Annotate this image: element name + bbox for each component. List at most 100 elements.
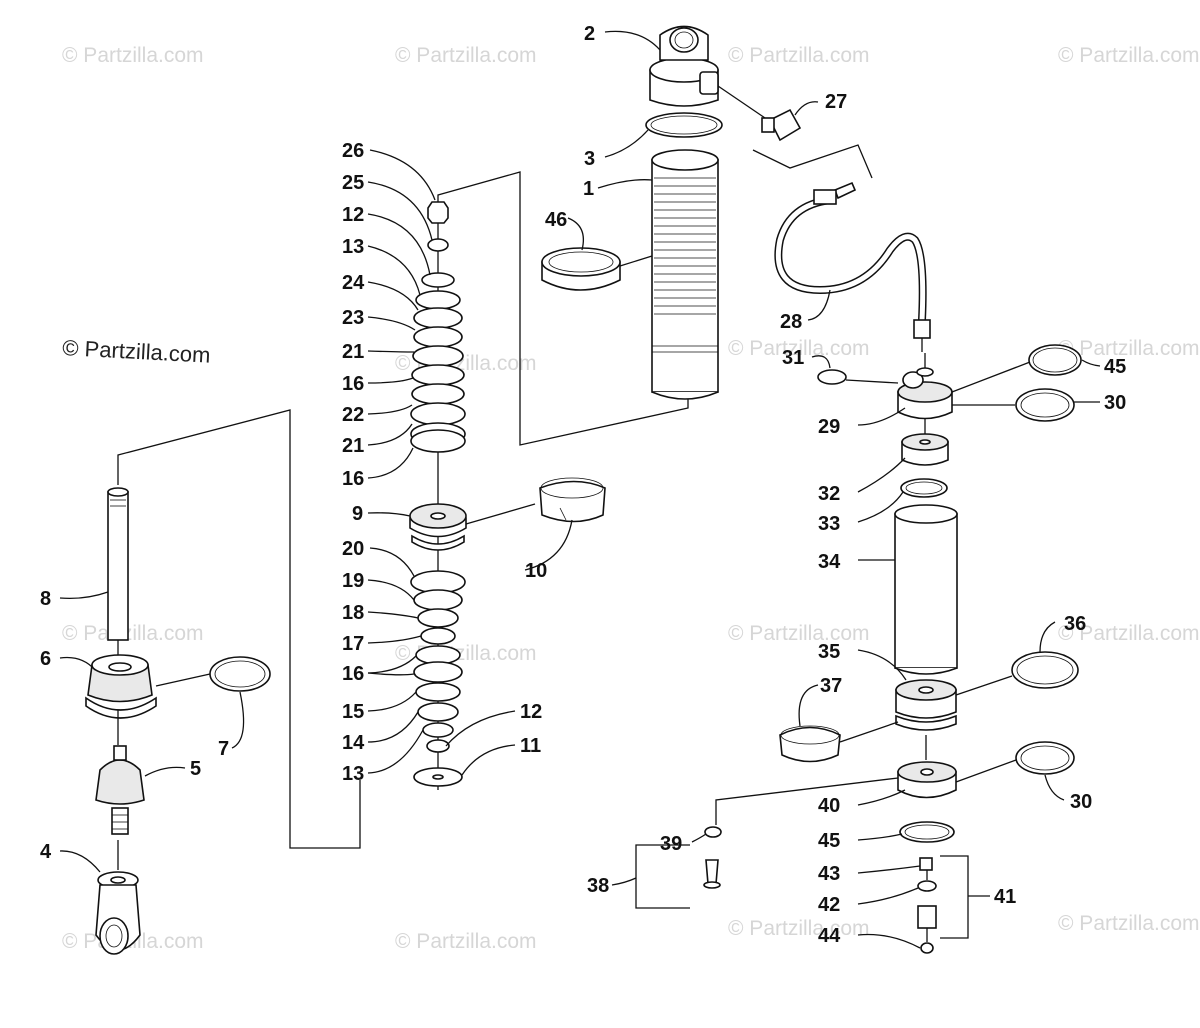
body-assembly	[541, 25, 931, 400]
shim	[413, 589, 463, 611]
part-label-11: 11	[520, 735, 541, 757]
part-label-18: 18	[342, 602, 364, 624]
nut	[427, 201, 449, 224]
part-label-45: 45	[818, 830, 840, 852]
part-label-41: 41	[994, 886, 1016, 908]
part-label-8: 8	[40, 588, 51, 610]
part-label-25: 25	[342, 172, 364, 194]
center-stack	[367, 149, 689, 790]
part-label-35: 35	[818, 641, 840, 663]
part-label-24: 24	[342, 272, 365, 294]
part-label-26: 26	[342, 140, 364, 162]
watermark: © Partzilla.com	[1058, 622, 1200, 645]
part-label-36: 36	[1064, 613, 1086, 635]
part-label-3: 3	[584, 148, 595, 170]
part-label-22: 22	[342, 404, 364, 426]
shim	[417, 608, 459, 628]
part-label-29: 29	[818, 416, 840, 438]
watermark: © Partzilla.com	[728, 622, 870, 645]
shaft	[107, 491, 129, 641]
part-label-6: 6	[40, 648, 51, 670]
part-label-12: 12	[342, 204, 364, 226]
washer	[415, 290, 461, 310]
washer	[421, 272, 455, 288]
shim	[417, 702, 459, 722]
watermark: © Partzilla.com	[395, 44, 537, 67]
valve-stem	[111, 807, 129, 835]
shim	[413, 307, 463, 329]
part-label-27: 27	[825, 91, 847, 113]
hose-end	[833, 181, 857, 200]
part-label-16: 16	[342, 468, 364, 490]
part-label-7: 7	[218, 738, 229, 760]
part-label-15: 15	[342, 701, 364, 723]
part-label-44: 44	[818, 925, 841, 947]
watermark: © Partzilla.com	[1058, 912, 1200, 935]
o-ring	[209, 656, 271, 692]
part-label-10: 10	[525, 560, 547, 582]
part-label-14: 14	[342, 732, 365, 754]
part-label-42: 42	[818, 894, 840, 916]
valve-plug	[917, 905, 937, 929]
reservoir-assembly	[611, 344, 1101, 954]
part-label-32: 32	[818, 483, 840, 505]
part-label-40: 40	[818, 795, 840, 817]
piston-ring	[539, 480, 606, 523]
left-assembly	[59, 409, 361, 955]
part-label-31: 31	[782, 347, 804, 369]
part-label-4: 4	[40, 841, 52, 863]
part-label-16: 16	[342, 373, 364, 395]
part-label-19: 19	[342, 570, 364, 592]
o-ring	[817, 369, 847, 385]
washer	[704, 826, 722, 838]
part-label-13: 13	[342, 763, 364, 785]
hose-fitting	[768, 108, 802, 142]
hose	[813, 189, 837, 205]
watermark: © Partzilla.com	[62, 44, 204, 67]
bracket-line	[117, 409, 361, 849]
part-label-17: 17	[342, 633, 364, 655]
part-label-1: 1	[583, 178, 594, 200]
o-ring	[645, 112, 723, 138]
o-ring	[1011, 651, 1079, 689]
shaft-end	[107, 487, 129, 497]
part-label-2: 2	[584, 23, 595, 45]
reservoir-body	[894, 513, 958, 669]
part-label-43: 43	[818, 863, 840, 885]
shim	[411, 383, 465, 405]
o-ring	[1015, 388, 1075, 422]
bracket-line	[437, 171, 689, 446]
screw	[705, 859, 719, 885]
o-ring	[899, 821, 955, 843]
cap-screw	[920, 942, 934, 954]
part-label-30: 30	[1104, 392, 1126, 414]
part-label-9: 9	[352, 503, 363, 525]
watermark: © Partzilla.com	[62, 622, 204, 645]
o-ring	[1028, 344, 1082, 376]
threads	[654, 177, 716, 315]
part-label-39: 39	[660, 833, 682, 855]
part-label-46: 46	[545, 209, 567, 231]
washer	[427, 238, 449, 252]
shim	[410, 429, 466, 453]
shim	[413, 661, 463, 683]
part-label-37: 37	[820, 675, 842, 697]
part-labels: 2 27 3 1 46 26 25 12 13 24 23 21 16 22 2…	[40, 23, 1126, 947]
watermark: © Partzilla.com	[728, 44, 870, 67]
valve-body	[95, 759, 145, 805]
valve-core	[919, 857, 933, 871]
part-label-16: 16	[342, 663, 364, 685]
watermark-main: © Partzilla.com	[62, 335, 211, 368]
watermark: © Partzilla.com	[728, 917, 870, 940]
shim	[420, 627, 456, 645]
shim	[412, 345, 464, 367]
washer	[917, 880, 937, 892]
part-label-34: 34	[818, 551, 841, 573]
part-label-13: 13	[342, 236, 364, 258]
part-label-21: 21	[342, 341, 364, 363]
shim	[411, 364, 465, 386]
shim	[415, 682, 461, 702]
watermark: © Partzilla.com	[728, 337, 870, 360]
shim	[413, 326, 463, 348]
